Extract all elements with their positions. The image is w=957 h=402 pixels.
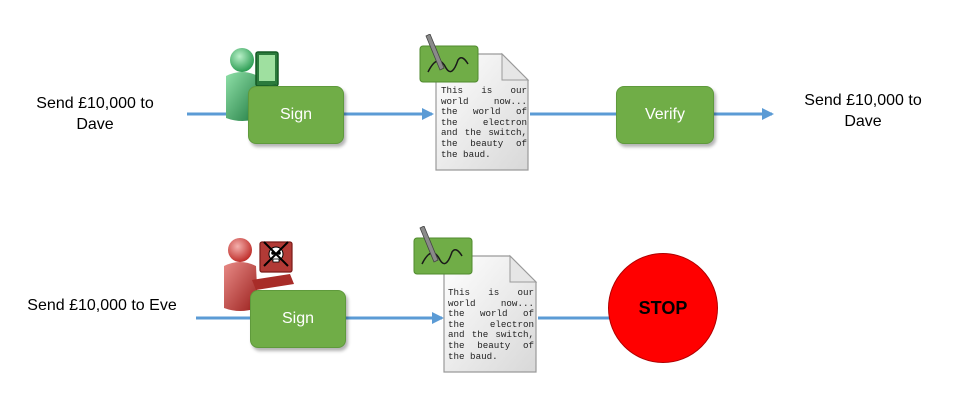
attacker-with-skull-icon <box>224 238 294 311</box>
verify-box-row1: Verify <box>616 86 714 144</box>
stop-sign: STOP <box>608 253 718 363</box>
signature-pen-icon-row2 <box>413 226 473 275</box>
signed-document-icon <box>435 52 530 171</box>
sign-box-row2: Sign <box>250 290 346 348</box>
output-message-row1: Send £10,000 to Dave <box>804 92 922 130</box>
document-text-row1: This is our world now... the world of th… <box>441 85 527 160</box>
signed-document-icon-row2 <box>443 254 538 373</box>
sign-box-row1: Sign <box>248 86 344 144</box>
input-message-row1: Send £10,000 to Dave <box>36 95 154 133</box>
input-message-row2: Send £10,000 to Eve <box>27 297 177 314</box>
document-text-row2: This is our world now... the world of th… <box>448 287 534 362</box>
signature-pen-icon <box>419 34 479 83</box>
